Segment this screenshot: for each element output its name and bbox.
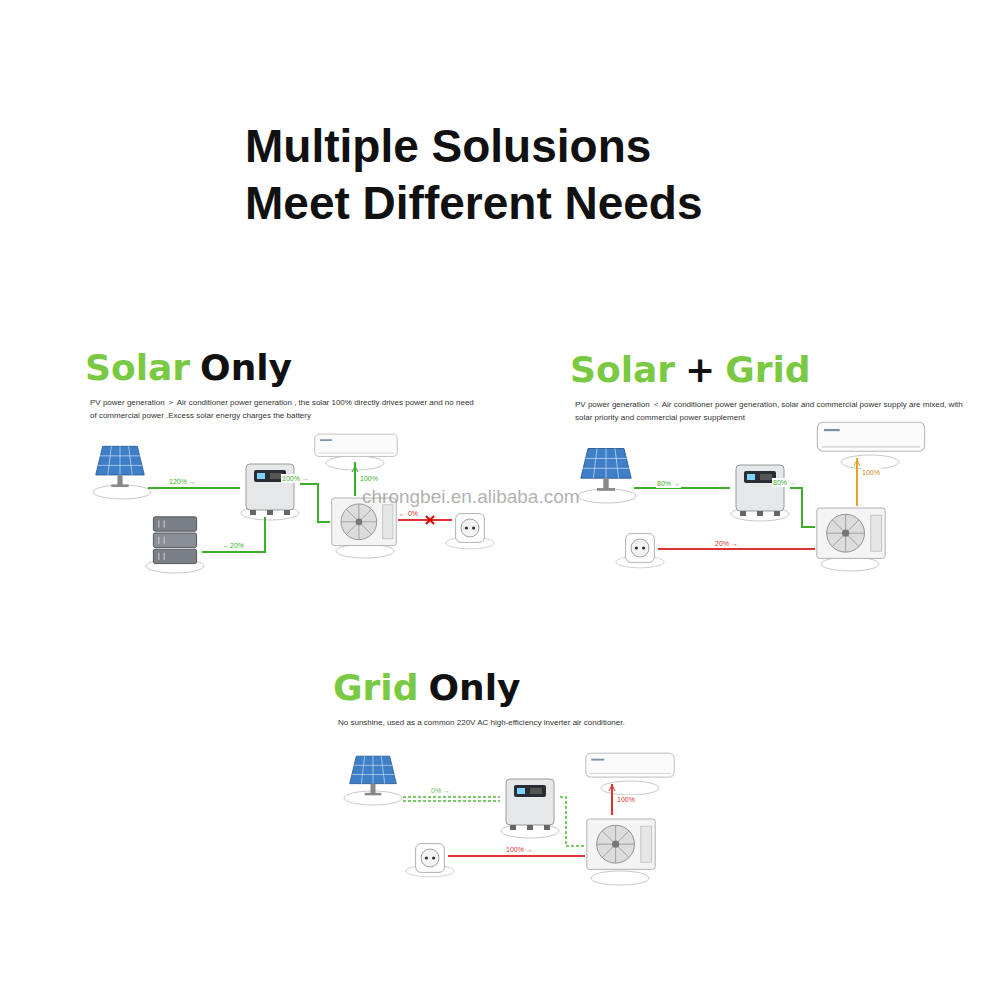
panel-description: PV power generation ＞ Air conditioner po… [85, 396, 475, 422]
flow-percent: ← 0% [398, 509, 419, 518]
panel-heading-row: Solar+Grid [570, 348, 965, 392]
panel-heading: Solar [570, 348, 675, 392]
flow-percent: 20% → [714, 539, 739, 548]
panel-heading-row: GridOnly [333, 666, 733, 710]
panel-heading: Only [428, 666, 520, 710]
panel-band: Solar+Grid PV power generation ＜ Air cond… [570, 348, 965, 424]
panel-heading: Grid [333, 666, 418, 710]
panel-description: No sunshine, used as a common 220V AC hi… [333, 716, 733, 729]
flow-percent: 100% [359, 474, 379, 483]
panel-heading: Only [200, 346, 292, 390]
flow-percent: 100% → [281, 474, 310, 483]
panel-band: SolarOnly PV power generation ＞ Air condi… [85, 346, 475, 422]
panel-heading: + [685, 348, 715, 392]
panel-heading: Solar [85, 346, 190, 390]
flow-percent: 100% [616, 795, 636, 804]
watermark: chrongbei.en.alibaba.com [362, 486, 580, 508]
flow-percent: 80% → [772, 478, 797, 487]
flow-percent: 100% [861, 468, 881, 477]
panel-heading: Grid [725, 348, 810, 392]
panel-band: GridOnly No sunshine, used as a common 22… [333, 666, 733, 729]
flow-percent: 100% → [505, 845, 534, 854]
flow-percent: 0% → [430, 786, 451, 795]
grid-only-figure [344, 753, 674, 885]
flow-percent: 80% → [656, 479, 681, 488]
panel-heading-row: SolarOnly [85, 346, 475, 390]
flow-percent: ←20% [222, 541, 245, 550]
page-title: Multiple Solusions Meet Different Needs [245, 118, 703, 232]
solar-grid-figure [578, 422, 925, 571]
flow-percent: 120% → [168, 477, 197, 486]
panel-description: PV power generation ＜ Air conditioner po… [570, 398, 965, 424]
